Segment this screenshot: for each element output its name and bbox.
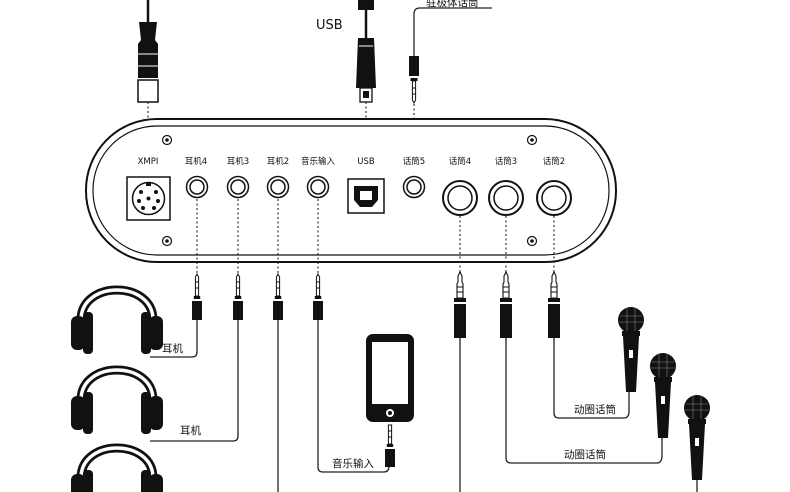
xmpi-cable xyxy=(137,0,159,150)
usb-cable-label: USB xyxy=(316,18,343,33)
cable-wires xyxy=(150,320,698,492)
trs-jack-icon xyxy=(385,424,395,467)
trs-jack-icon xyxy=(499,271,513,339)
audio-interface-device: XMPI 耳机4 耳机3 耳机2 音乐输入 USB 话筒5 话筒4 话筒3 话筒… xyxy=(85,118,617,263)
headphones-icon xyxy=(71,290,163,354)
music-input-jack[interactable] xyxy=(306,175,330,199)
ear2-jack[interactable] xyxy=(266,175,290,199)
port-label-mic5: 话筒5 xyxy=(403,156,425,167)
trs-jack-icon xyxy=(232,273,244,321)
screw-bottom-left xyxy=(161,235,173,247)
port-label-music: 音乐输入 xyxy=(301,156,336,167)
trs-jack-icon xyxy=(312,273,324,321)
headphones-icon xyxy=(71,370,163,434)
mic3-jack[interactable] xyxy=(488,180,524,216)
microphone-icon xyxy=(649,352,677,439)
electret-mic-label: 驻极体话筒 xyxy=(426,0,479,9)
port-label-ear4: 耳机4 xyxy=(185,156,207,167)
headphone-label-2: 耳机 xyxy=(180,424,201,437)
port-label-mic2: 话筒2 xyxy=(543,156,565,167)
microphone-icon xyxy=(683,394,711,481)
music-input-label: 音乐输入 xyxy=(332,457,374,470)
usb-b-port[interactable] xyxy=(347,178,385,214)
ear3-jack[interactable] xyxy=(226,175,250,199)
ear4-jack[interactable] xyxy=(185,175,209,199)
screw-top-left xyxy=(161,134,173,146)
dynamic-mic-label-1: 动圈话筒 xyxy=(574,403,616,416)
headphone-label-1: 耳机 xyxy=(162,342,183,355)
xmpi-port[interactable] xyxy=(126,176,171,221)
connection-dotted-lines xyxy=(196,199,555,274)
trs-jack-icon xyxy=(272,273,284,321)
trs-jack-icon xyxy=(191,273,203,321)
smartphone-icon xyxy=(366,334,414,422)
trs-jack-icon xyxy=(453,271,467,339)
mic4-jack[interactable] xyxy=(442,180,478,216)
mic2-jack[interactable] xyxy=(536,180,572,216)
port-label-mic3: 话筒3 xyxy=(495,156,517,167)
port-label-ear3: 耳机3 xyxy=(227,156,249,167)
port-label-ear2: 耳机2 xyxy=(267,156,289,167)
mic5-jack[interactable] xyxy=(402,175,426,199)
headphones-icon xyxy=(71,448,163,492)
trs-jack-icon xyxy=(547,271,561,339)
port-label-usb: USB xyxy=(357,157,375,167)
usb-b-plug-icon xyxy=(356,0,376,150)
port-label-xmpi: XMPI xyxy=(138,157,159,167)
dynamic-mic-label-2: 动圈话筒 xyxy=(564,448,606,461)
screw-top-right xyxy=(526,134,538,146)
screw-bottom-right xyxy=(526,235,538,247)
port-label-mic4: 话筒4 xyxy=(449,156,471,167)
microphone-icon xyxy=(617,306,645,393)
